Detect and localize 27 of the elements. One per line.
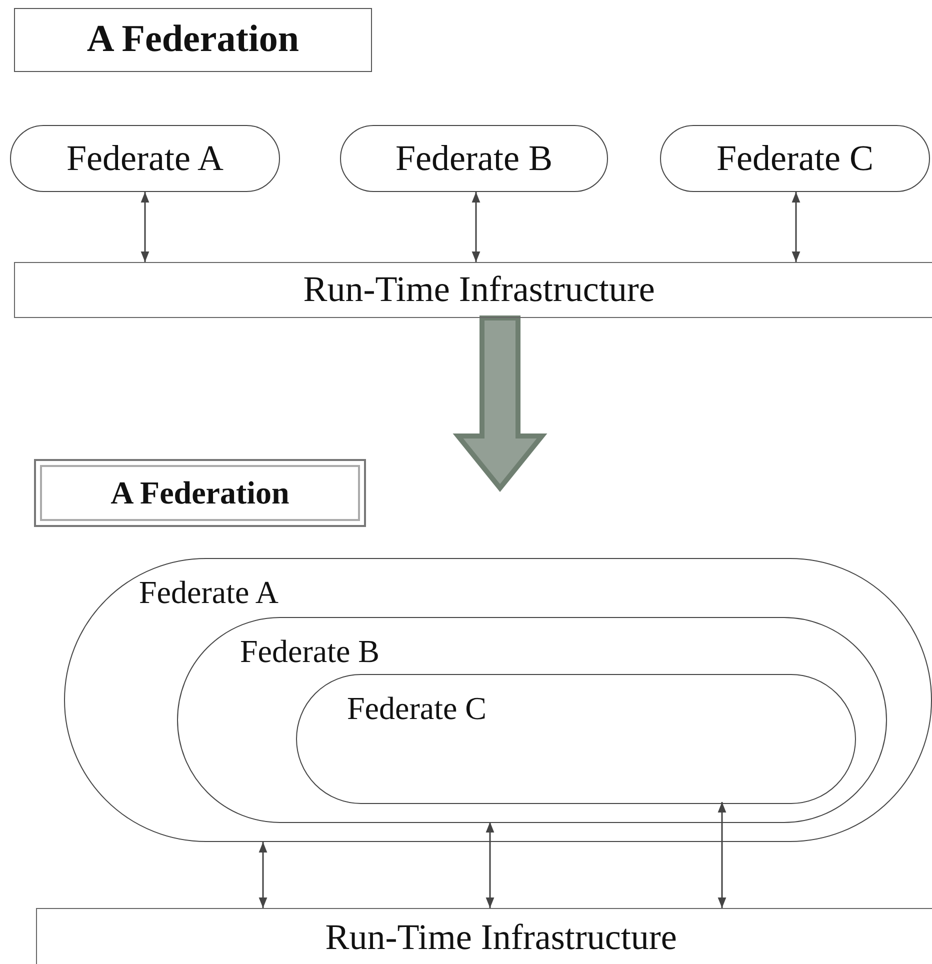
node-label: Run-Time Infrastructure	[303, 270, 655, 310]
arrow	[486, 822, 494, 908]
block-arrow	[452, 316, 548, 492]
federate-region	[177, 617, 887, 823]
federate-region	[296, 674, 856, 804]
node-label: Federate A	[139, 575, 278, 610]
node-label: A Federation	[110, 475, 290, 511]
title-box	[14, 8, 372, 72]
node-label: Federate B	[240, 634, 380, 670]
federate-region	[64, 558, 932, 842]
arrow	[258, 842, 268, 908]
arrow	[140, 192, 150, 262]
federate-node	[10, 125, 280, 192]
arrow	[718, 802, 726, 908]
arrow	[472, 192, 480, 262]
infrastructure-bar	[36, 908, 932, 964]
arrow	[792, 192, 800, 262]
infrastructure-bar	[14, 262, 932, 318]
node-label: Run-Time Infrastructure	[325, 918, 677, 958]
node-label: Federate A	[66, 138, 224, 178]
federate-node	[660, 125, 930, 192]
node-label: Federate B	[396, 138, 552, 178]
title-box	[34, 459, 366, 527]
node-label: A Federation	[86, 19, 300, 61]
node-label: Federate C	[716, 138, 874, 178]
node-label: Federate C	[347, 691, 486, 726]
federate-node	[340, 125, 608, 192]
